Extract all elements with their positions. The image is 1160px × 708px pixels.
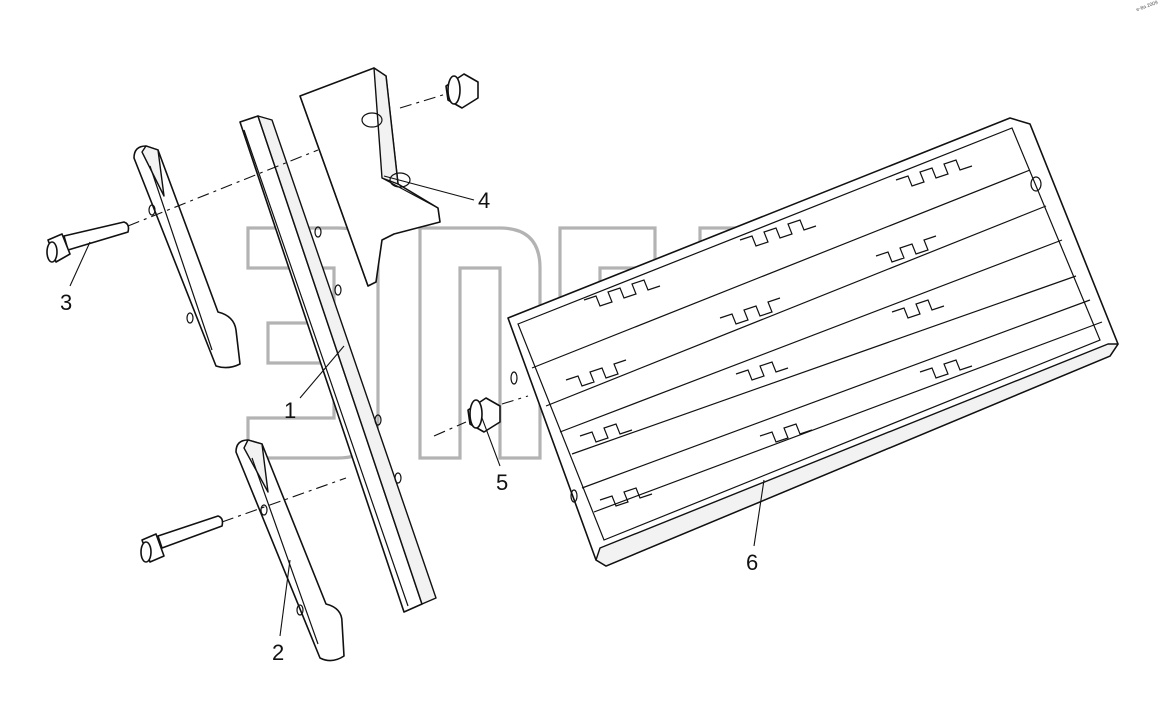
part-6-step — [507, 117, 1119, 567]
assembly-centerlines — [127, 93, 529, 523]
part-5-nut — [467, 397, 501, 433]
callout-3: 3 — [60, 290, 72, 315]
callout-2: 2 — [272, 640, 284, 665]
bolt-lower — [140, 515, 224, 563]
leader-lines — [69, 175, 765, 637]
nut-upper — [445, 73, 479, 109]
callouts: 1 2 3 4 5 6 — [60, 188, 758, 665]
callout-6: 6 — [746, 550, 758, 575]
part-4-angle-bracket — [299, 67, 441, 287]
part-2-lower-bracket — [235, 439, 345, 662]
callout-5: 5 — [496, 470, 508, 495]
corner-code: e-8a 2009 — [1136, 0, 1159, 13]
callout-1: 1 — [284, 398, 296, 423]
bolt-upper — [46, 221, 130, 263]
upper-bracket — [133, 145, 241, 369]
callout-4: 4 — [478, 188, 490, 213]
